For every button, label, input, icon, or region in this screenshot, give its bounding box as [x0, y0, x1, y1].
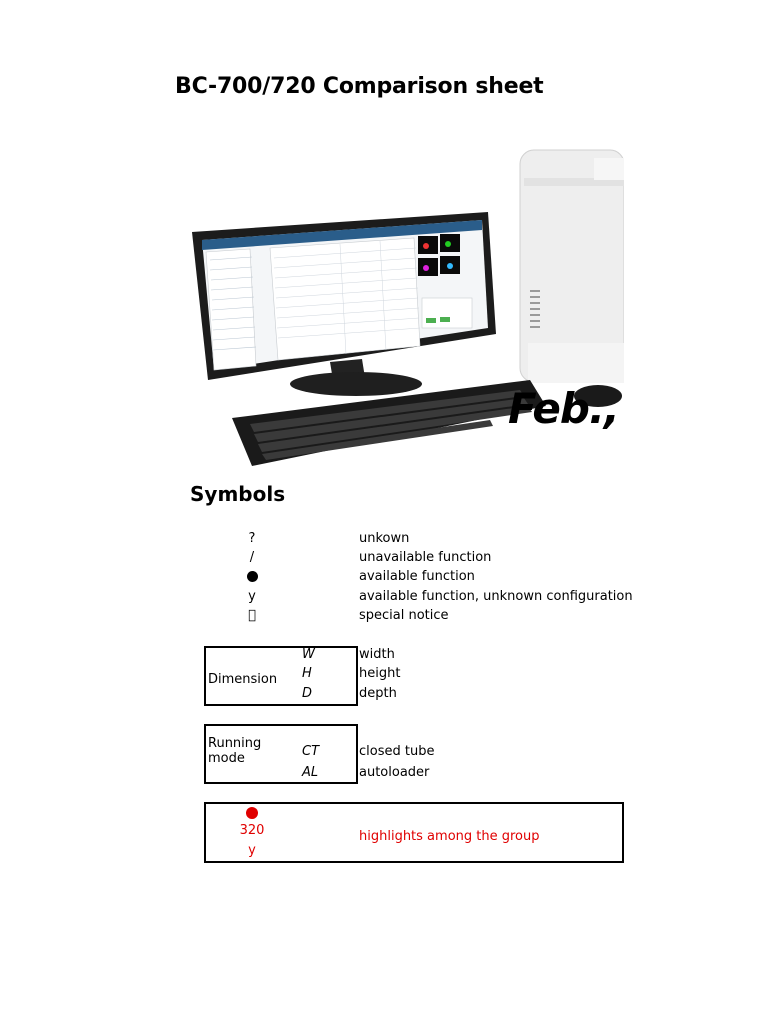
image-overlay-text: Feb.,: [508, 384, 620, 433]
filled-circle-icon: [246, 571, 258, 582]
highlight-value: 320: [239, 823, 265, 838]
symbol-description: available function: [359, 569, 475, 584]
running-mode-abbr: AL: [302, 765, 319, 780]
red-dot-icon: [246, 807, 258, 819]
symbol-description: available function, unknown configuratio…: [359, 589, 633, 604]
dimension-abbr: D: [302, 686, 313, 701]
running-mode-description: autoloader: [359, 765, 430, 780]
dimension-box: [204, 646, 358, 706]
running-mode-box: [204, 724, 358, 784]
symbols-heading: Symbols: [190, 482, 286, 506]
running-mode-description: closed tube: [359, 744, 435, 759]
dimension-description: width: [359, 647, 395, 662]
symbol-unknown: ?: [248, 531, 256, 546]
symbol-description: unkown: [359, 531, 410, 546]
symbol-description: special notice: [359, 608, 449, 623]
dimension-description: height: [359, 666, 401, 681]
symbol-special-notice: : [232, 608, 272, 624]
highlights-box: [204, 802, 624, 863]
analyzer-machine: [519, 149, 624, 383]
dimension-abbr: H: [302, 666, 312, 681]
dimension-label: Dimension: [208, 672, 278, 687]
keyboard: [232, 380, 546, 466]
symbol-available: [232, 570, 272, 586]
running-mode-label: Running mode: [208, 736, 262, 766]
symbol-description: unavailable function: [359, 550, 492, 565]
dimension-abbr: W: [302, 647, 315, 662]
highlight-value: y: [248, 843, 256, 858]
product-image: [192, 149, 624, 466]
symbol-unavailable: /: [249, 550, 255, 565]
running-mode-abbr: CT: [302, 744, 320, 759]
page-title: BC-700/720 Comparison sheet: [175, 74, 544, 99]
highlights-description: highlights among the group: [359, 829, 540, 844]
mouse: [574, 385, 622, 407]
symbol-unknown-config: y: [248, 589, 256, 604]
dimension-description: depth: [359, 686, 397, 701]
monitor: [192, 212, 496, 396]
